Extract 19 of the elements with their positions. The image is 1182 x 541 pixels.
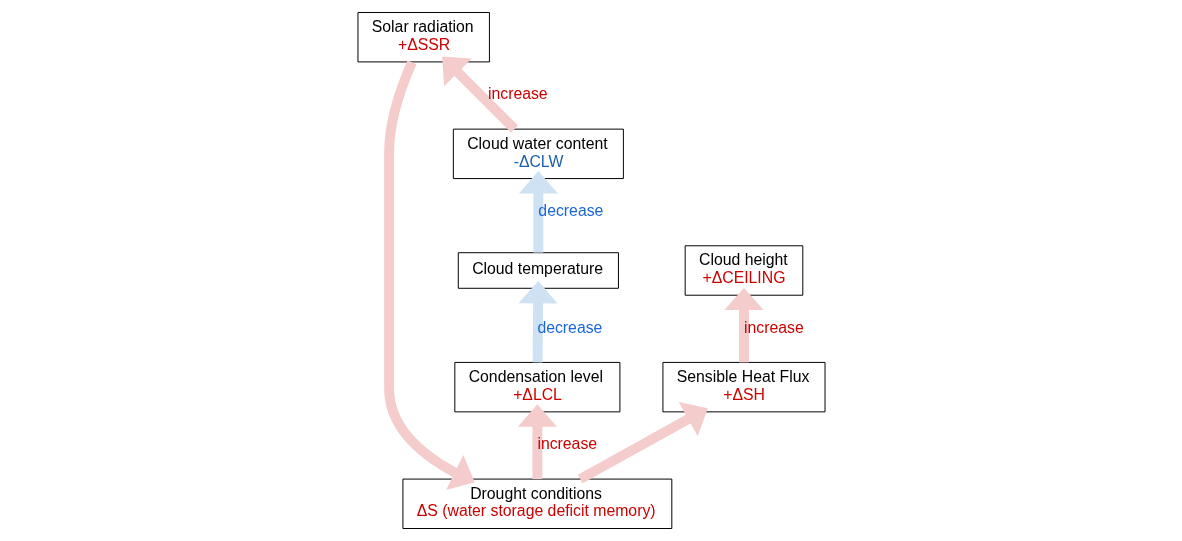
node-box: Solar radiation +ΔSSR (356, 12, 490, 63)
arrow (518, 281, 558, 363)
arrow (441, 56, 518, 133)
node-box: Cloud temperature (457, 252, 619, 289)
arrow (517, 404, 557, 480)
arrow (518, 171, 558, 253)
edge-label: increase (487, 85, 548, 103)
node-box: Cloud water content -ΔCLW (452, 128, 624, 180)
node-box: Sensible Heat Flux +ΔSH (661, 361, 826, 413)
arrow (577, 402, 708, 484)
edge-label: decrease (536, 318, 602, 336)
node-box: Cloud height +ΔCEILING (684, 245, 803, 296)
arrow (723, 287, 764, 363)
edge-label: increase (743, 318, 804, 336)
edge-label: increase (536, 435, 597, 453)
arrow (383, 60, 475, 490)
node-box: Condensation level +ΔLCL (453, 361, 620, 413)
edge-label: decrease (537, 201, 603, 219)
node-box: Drought conditions ΔS (water storage deficit memory) (401, 478, 672, 529)
